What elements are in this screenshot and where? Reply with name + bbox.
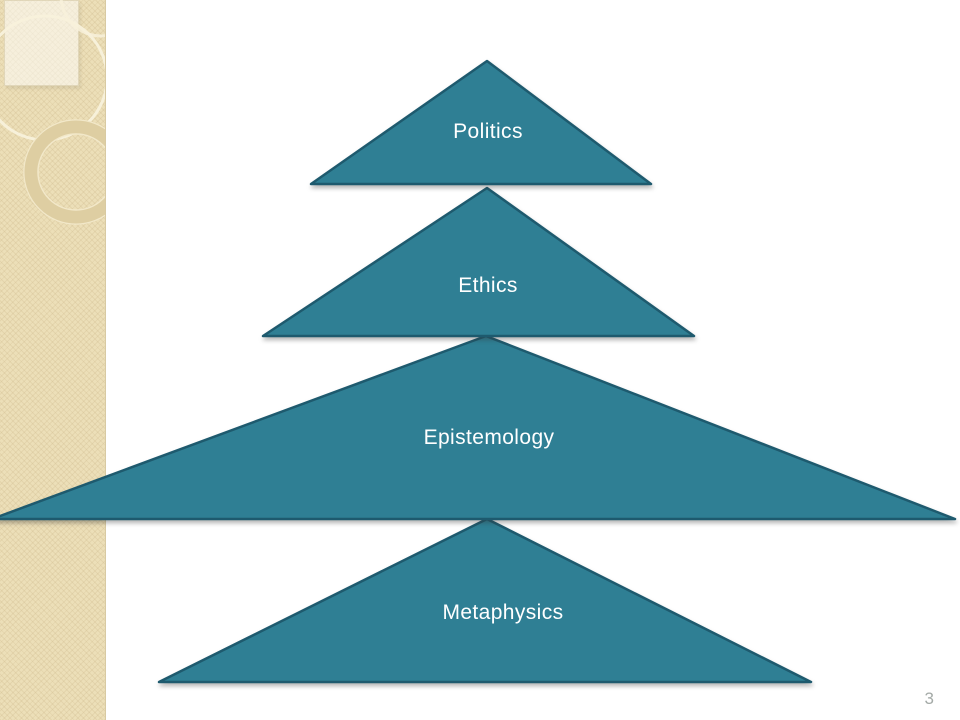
- pyramid-label-epistemology: Epistemology: [424, 426, 555, 449]
- pyramid-shape-politics: [309, 59, 653, 186]
- decorative-ring: [23, 119, 105, 225]
- page-number: 3: [924, 689, 934, 708]
- pyramid-shape-epistemology: [0, 334, 957, 521]
- sidebar-decoration: [0, 0, 106, 720]
- decorative-circle-top: [59, 0, 105, 38]
- pyramid-label-ethics: Ethics: [458, 274, 518, 297]
- pyramid-label-metaphysics: Metaphysics: [442, 601, 563, 624]
- pyramid-label-politics: Politics: [453, 120, 523, 143]
- decorative-ring-band: [24, 120, 105, 224]
- pyramid-shape-metaphysics: [157, 517, 813, 684]
- decorative-ring-inner-edge: [37, 133, 105, 211]
- sidebar-decorative-circles: [0, 0, 105, 225]
- decorative-ring-outer-edge: [23, 119, 105, 225]
- pyramid-shape-ethics: [261, 186, 696, 338]
